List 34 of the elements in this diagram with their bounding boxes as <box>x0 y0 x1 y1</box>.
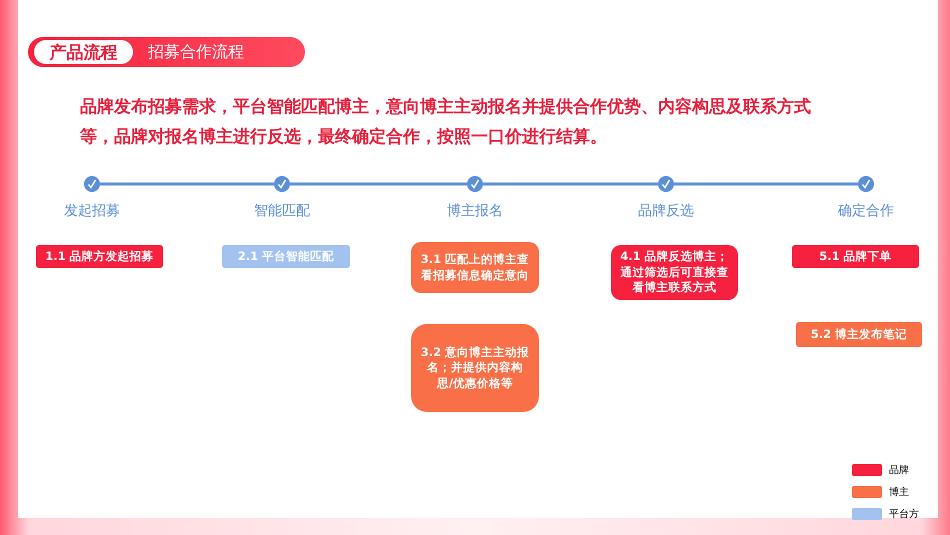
timeline-line <box>483 182 658 186</box>
stage-label: 博主报名 <box>447 202 503 220</box>
timeline-line <box>100 182 274 186</box>
step-box <box>222 245 350 268</box>
stage-label: 品牌反选 <box>638 202 694 220</box>
step-box <box>411 242 539 293</box>
step-box <box>611 245 738 300</box>
timeline-line <box>290 182 467 186</box>
step-box <box>792 245 919 268</box>
subtitle: 招募合作流程 <box>148 42 244 63</box>
stage-label: 确定合作 <box>838 202 894 220</box>
step-text: 3.1 匹配上的博主查看招募信息确定意向 <box>420 252 530 284</box>
step-box <box>411 324 539 412</box>
step-box <box>796 322 922 347</box>
stage-label: 发起招募 <box>64 202 120 220</box>
step-text: 4.1 品牌反选博主；通过筛选后可直接查看博主联系方式 <box>619 249 730 296</box>
step-text: 1.1 品牌方发起招募 <box>45 248 154 264</box>
step-check-circle <box>858 176 874 192</box>
step-text: 5.2 博主发布笔记 <box>810 326 908 342</box>
step-text: 2.1 平台智能匹配 <box>238 248 334 264</box>
legend-label: 博主 <box>889 486 909 499</box>
title-pill: 产品流程 <box>34 40 133 64</box>
legend-label: 平台方 <box>889 508 919 521</box>
legend-label: 品牌 <box>889 464 909 477</box>
step-box <box>36 245 163 268</box>
timeline-line <box>674 182 858 186</box>
step-check-circle <box>658 176 674 192</box>
summary-paragraph: 品牌发布招募需求，平台智能匹配博主，意向博主主动报名并提供合作优势、内容构思及联系方式等，品牌对报名博主进行反选，最终确定合作，按照一口价进行结算。 <box>80 96 812 149</box>
step-text: 3.2 意向博主主动报名；并提供内容构思/优惠价格等 <box>420 344 530 392</box>
step-check-circle <box>84 176 100 192</box>
step-check-circle <box>274 176 290 192</box>
stage-label: 智能匹配 <box>254 202 310 220</box>
step-check-circle <box>467 176 483 192</box>
step-text: 5.1 品牌下单 <box>819 248 892 264</box>
